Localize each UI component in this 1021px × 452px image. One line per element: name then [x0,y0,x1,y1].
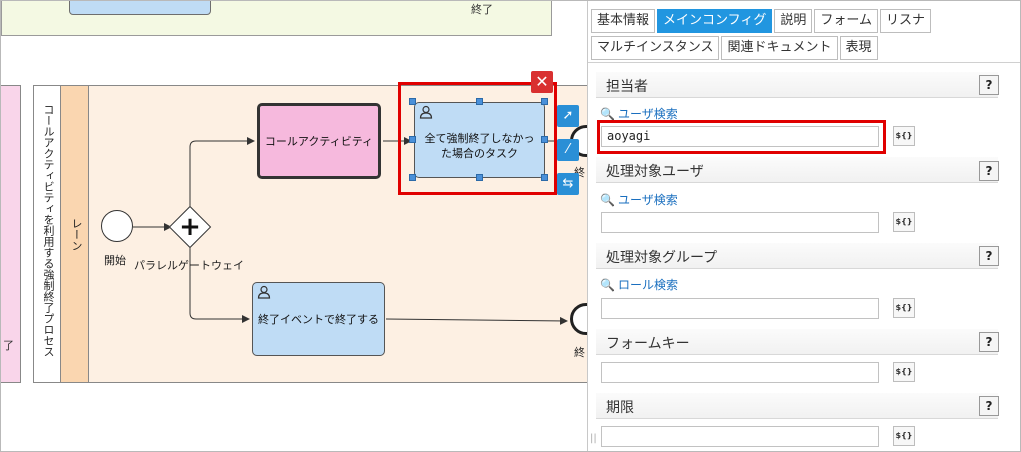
selected-task-label: 全て強制終了しなかった場合のタスク [424,132,535,160]
selection-highlight [398,82,557,195]
delete-icon[interactable]: ✕ [531,71,553,93]
tabs-row-1: 基本情報 メインコンフィグ 説明 フォーム リスナ [591,9,933,33]
lane-name: レーン [70,218,83,251]
input-highlight [597,120,886,154]
panel-resize-grip[interactable]: || [590,433,597,444]
resize-handle-n[interactable] [476,98,483,105]
sequence-flows [133,137,569,325]
bpmn-canvas[interactable]: 終了 了 コールアクティビティを利用する強制終了プロセス レーン 開始 + パラ… [1,1,587,451]
end-event-2[interactable] [570,303,587,335]
help-button[interactable]: ? [979,75,999,95]
upper-task[interactable] [69,1,211,15]
target-groups-input[interactable] [601,298,879,319]
resize-handle-ne[interactable] [541,98,548,105]
search-icon: 🔍 [600,193,615,207]
user-search-link[interactable]: 🔍ユーザ検索 [600,191,678,208]
lane-header[interactable]: レーン [61,85,89,383]
resize-handle-s[interactable] [476,174,483,181]
tab-listener[interactable]: リスナ [880,9,932,33]
pool-name: コールアクティビティを利用する強制終了プロセス [42,104,55,357]
resize-handle-w[interactable] [409,136,416,143]
line-connect-icon[interactable]: ⁄ [557,139,579,161]
section-target-users: 処理対象ユーザ [596,157,998,183]
section-title: 処理対象グループ [606,250,718,266]
section-due-date: 期限 [596,393,998,419]
end-user-task[interactable]: 終了イベントで終了する [252,282,385,356]
section-target-groups: 処理対象グループ [596,243,998,269]
help-button[interactable]: ? [979,332,999,352]
variable-button[interactable]: ${} [893,362,915,382]
tab-description[interactable]: 説明 [774,9,813,33]
property-panel: 基本情報 メインコンフィグ 説明 フォーム リスナ マルチインスタンス 関連ドキ… [587,1,1020,451]
upper-end-label: 終了 [471,3,493,16]
flow-gateway-call [189,137,255,210]
section-form-key: フォームキー [596,329,998,355]
user-icon [419,105,433,123]
user-icon [257,285,271,303]
call-activity-label: コールアクティビティ [264,134,374,148]
plus-icon: + [179,212,201,242]
tab-expression[interactable]: 表現 [839,36,878,60]
left-pool-fragment[interactable] [1,85,21,383]
user-search-link[interactable]: 🔍ユーザ検索 [600,105,678,122]
search-link-label: ロール検索 [617,278,678,292]
tab-related-docs[interactable]: 関連ドキュメント [721,36,838,60]
role-search-link[interactable]: 🔍ロール検索 [600,276,678,293]
variable-button[interactable]: ${} [893,126,915,146]
help-button[interactable]: ? [979,161,999,181]
section-title: 担当者 [606,79,648,95]
end-event-label-2: 終 [574,346,585,359]
variable-button[interactable]: ${} [893,426,915,446]
tab-main-config[interactable]: メインコンフィグ [657,9,773,33]
left-pool-label: 了 [3,339,14,352]
variable-button[interactable]: ${} [893,298,915,318]
assignee-input[interactable]: aoyagi [601,126,879,147]
gateway-label: パラレルゲートウェイ [134,259,244,272]
end-task-label: 終了イベントで終了する [258,312,379,326]
start-event[interactable] [101,210,133,242]
help-button[interactable]: ? [979,396,999,416]
section-title: 処理対象ユーザ [606,164,704,180]
search-icon: 🔍 [600,107,615,121]
resize-handle-nw[interactable] [409,98,416,105]
arrow-connect-icon[interactable]: ➚ [557,105,579,127]
flow-gateway-endtask [189,244,250,323]
tab-form[interactable]: フォーム [814,9,879,33]
call-activity[interactable]: コールアクティビティ [257,103,381,179]
start-event-label: 開始 [104,254,126,267]
search-link-label: ユーザ検索 [617,107,678,121]
section-title: フォームキー [606,336,690,352]
resize-handle-se[interactable] [541,174,548,181]
section-title: 期限 [606,400,634,416]
search-icon: 🔍 [600,278,615,292]
tab-basic-info[interactable]: 基本情報 [591,9,656,33]
search-link-label: ユーザ検索 [617,193,678,207]
tab-multi-instance[interactable]: マルチインスタンス [591,36,720,60]
variable-button[interactable]: ${} [893,212,915,232]
due-date-input[interactable] [601,426,879,447]
swap-icon[interactable]: ⇆ [557,173,579,195]
selected-user-task[interactable]: 全て強制終了しなかった場合のタスク [414,102,545,178]
end-event-label-1: 終 [574,166,585,179]
target-users-input[interactable] [601,212,879,233]
pool-header[interactable]: コールアクティビティを利用する強制終了プロセス [33,85,61,383]
flow-endtask-end [385,316,568,325]
section-assignee: 担当者 [596,72,998,98]
tabs-row-2: マルチインスタンス 関連ドキュメント 表現 [591,36,880,60]
form-key-input[interactable] [601,362,879,383]
help-button[interactable]: ? [979,246,999,266]
resize-handle-e[interactable] [541,136,548,143]
resize-handle-sw[interactable] [409,174,416,181]
tabs-divider [588,62,1020,63]
